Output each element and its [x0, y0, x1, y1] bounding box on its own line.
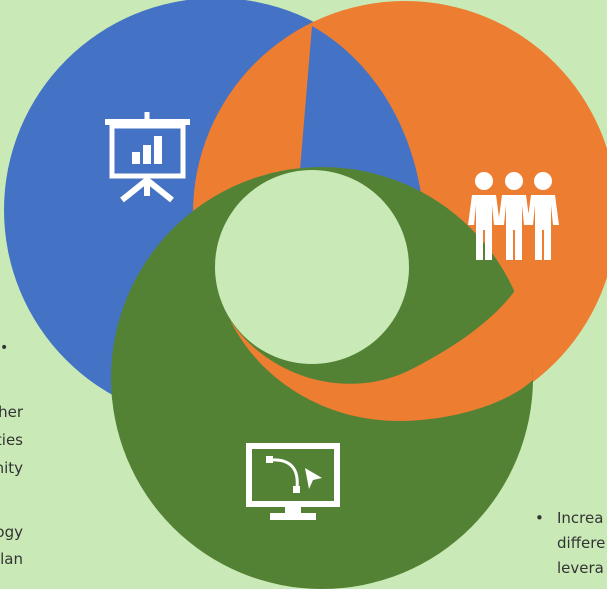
left-text-line-5: lan: [0, 550, 23, 568]
right-text-block: • Increa differe levera: [535, 506, 605, 581]
left-text-line-3: nity: [0, 459, 23, 477]
right-text-row-1: • Increa: [535, 506, 605, 531]
right-text-line-2: differe: [557, 534, 606, 552]
blue-overlap-top: [300, 26, 425, 230]
monitor-design-icon: [246, 443, 340, 520]
team-people-icon: [468, 172, 559, 260]
left-text-line-1: her: [0, 403, 23, 421]
right-text-line-3: levera: [557, 559, 604, 577]
orange-overlap-right: [230, 260, 533, 421]
center-hole: [215, 170, 409, 364]
right-text-row-3: levera: [535, 556, 605, 581]
left-text-line-4: ogy: [0, 523, 23, 541]
left-text-line-2: ties: [0, 431, 23, 449]
left-bullet-marker: •: [0, 340, 9, 356]
right-bullet-marker: •: [535, 509, 544, 527]
right-text-row-2: differe: [535, 531, 605, 556]
presentation-chart-icon: [105, 112, 190, 203]
right-text-line-1: Increa: [557, 509, 604, 527]
presentation-chart-bars: [132, 136, 162, 164]
